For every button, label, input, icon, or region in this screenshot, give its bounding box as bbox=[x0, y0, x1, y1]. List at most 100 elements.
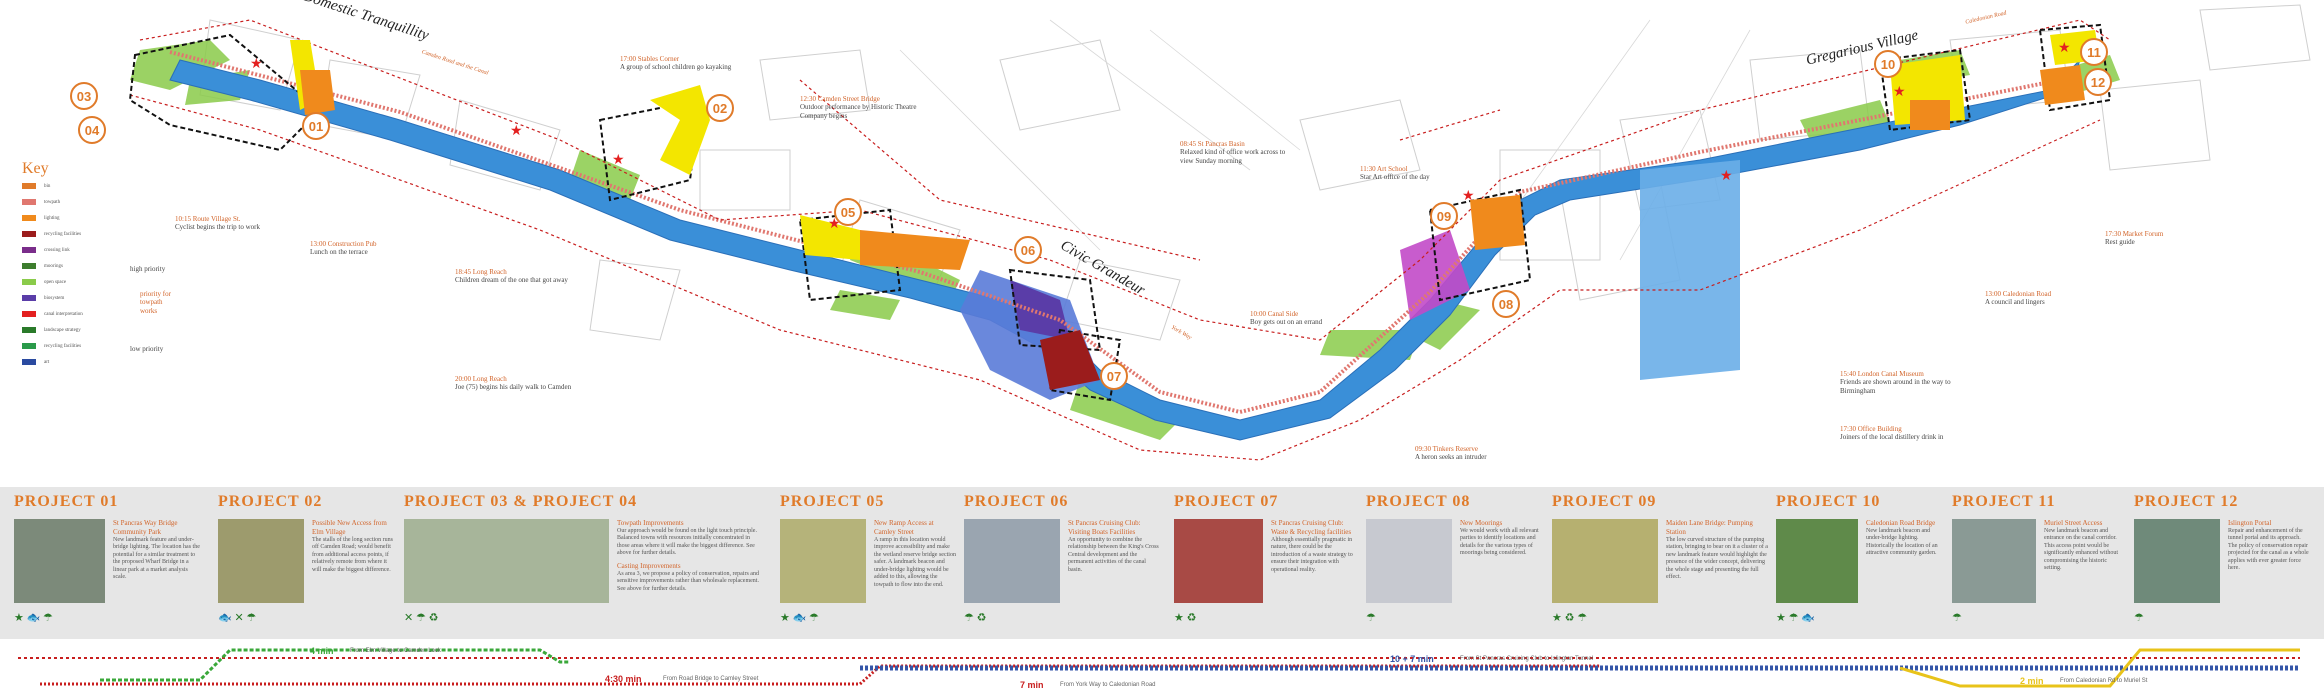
key-swatch bbox=[22, 247, 36, 253]
project-photo bbox=[1552, 519, 1658, 603]
project-photo bbox=[1366, 519, 1452, 603]
project-icons: 🐟 ✕ ☂ bbox=[218, 612, 257, 624]
project-marker-08[interactable]: 08 bbox=[1492, 290, 1520, 318]
key-item: recycling facilities bbox=[22, 226, 142, 242]
time-annotation: 10:15 Route Village St.Cyclist begins th… bbox=[175, 215, 295, 232]
timeline-time: 4 min bbox=[310, 646, 334, 656]
key-item-label: moorings bbox=[44, 263, 63, 269]
project-marker-09[interactable]: 09 bbox=[1430, 202, 1458, 230]
project-heading: Caledonian Road Bridge bbox=[1866, 519, 1936, 527]
priority-high-label: high priority bbox=[130, 265, 166, 273]
key-item-label: open space bbox=[44, 279, 67, 285]
timeline-label: From Elm Village to Camden Lock bbox=[350, 648, 441, 654]
key-item: bin bbox=[22, 178, 142, 194]
project-marker-05[interactable]: 05 bbox=[834, 198, 862, 226]
key-swatch bbox=[22, 231, 36, 237]
key-item: art bbox=[22, 354, 142, 370]
key-item: towpath bbox=[22, 194, 142, 210]
key-item-label: towpath bbox=[44, 199, 61, 205]
annotation-time: 17:30 Market Forum bbox=[2105, 230, 2164, 238]
svg-text:★: ★ bbox=[2058, 40, 2071, 56]
annotation-text: Joiners of the local distillery drink in bbox=[1840, 433, 1944, 442]
annotation-time: 17:30 Office Building bbox=[1840, 425, 1902, 433]
key-swatch bbox=[22, 279, 36, 285]
project-icons: ☂ bbox=[1366, 612, 1376, 624]
key-swatch bbox=[22, 359, 36, 365]
project-title: PROJECT 11 bbox=[1952, 493, 2056, 510]
key-item: lighting bbox=[22, 210, 142, 226]
key-item: biosystem bbox=[22, 290, 142, 306]
project-marker-06[interactable]: 06 bbox=[1014, 236, 1042, 264]
project-areas bbox=[290, 30, 2100, 390]
key-item: canal interpretation bbox=[22, 306, 142, 322]
project-heading: St Pancras Cruising Club: Waste & Recycl… bbox=[1271, 519, 1352, 536]
timeline-time: 10 + 7 min bbox=[1390, 654, 1434, 664]
annotation-time: 18:45 Long Reach bbox=[455, 268, 507, 276]
project-icons: ★ 🐟 ☂ bbox=[14, 612, 53, 624]
project-heading: Islington Portal bbox=[2228, 519, 2272, 527]
project-marker-12[interactable]: 12 bbox=[2084, 68, 2112, 96]
key-item-label: bin bbox=[44, 183, 51, 189]
key-swatch bbox=[22, 295, 36, 301]
annotation-text: Relaxed kind of office work across to vi… bbox=[1180, 148, 1286, 165]
annotation-time: 11:30 Art School bbox=[1360, 165, 1408, 173]
project-outlines bbox=[128, 23, 2112, 402]
project-marker-04[interactable]: 04 bbox=[78, 116, 106, 144]
key-swatch bbox=[22, 263, 36, 269]
key-item: landscape strategy bbox=[22, 322, 142, 338]
key-swatch bbox=[22, 311, 36, 317]
svg-text:★: ★ bbox=[612, 152, 625, 168]
project-photo bbox=[780, 519, 866, 603]
annotation-text: A group of school children go kayaking bbox=[620, 63, 732, 72]
project-marker-02[interactable]: 02 bbox=[706, 94, 734, 122]
project-text: Repair and enhancement of the tunnel por… bbox=[2228, 527, 2309, 572]
project-marker-01[interactable]: 01 bbox=[302, 112, 330, 140]
project-card[interactable]: PROJECT 02 Possible New Access from Elm V… bbox=[218, 493, 398, 633]
project-title: PROJECT 02 bbox=[218, 493, 323, 510]
project-text: An opportunity to combine the relationsh… bbox=[1068, 536, 1159, 573]
project-marker-11[interactable]: 11 bbox=[2080, 38, 2108, 66]
project-icons: ★ ♻ ☂ bbox=[1552, 612, 1588, 624]
canal-basin-purple bbox=[1010, 280, 1070, 340]
key-swatch bbox=[22, 215, 36, 221]
project-marker-03[interactable]: 03 bbox=[70, 82, 98, 110]
study-area-boundary bbox=[129, 19, 2111, 461]
project-text: New landmark beacon and under-bridge lig… bbox=[1866, 527, 1938, 557]
project-icons: ★ ☂ 🐟 bbox=[1776, 612, 1815, 624]
priority-mid-label: priority for towpath works bbox=[140, 290, 171, 315]
project-title: PROJECT 10 bbox=[1776, 493, 1881, 510]
project-text: The stalls of the long section runs off … bbox=[312, 536, 393, 573]
project-description: St Pancras Cruising Club: Visiting Boats… bbox=[1068, 519, 1160, 574]
annotation-text: Boy gets out on an errand bbox=[1250, 318, 1323, 327]
project-marker-10[interactable]: 10 bbox=[1874, 50, 1902, 78]
project-icons: ☂ ♻ bbox=[964, 612, 987, 624]
project-description: St Pancras Cruising Club: Waste & Recycl… bbox=[1271, 519, 1355, 574]
project-marker-07[interactable]: 07 bbox=[1100, 362, 1128, 390]
annotation-text: Cyclist begins the trip to work bbox=[175, 223, 260, 232]
project-text-2: As area 3, we propose a policy of conser… bbox=[617, 570, 759, 592]
key-item-label: biosystem bbox=[44, 295, 65, 301]
project-title: PROJECT 03 & PROJECT 04 bbox=[404, 493, 638, 510]
